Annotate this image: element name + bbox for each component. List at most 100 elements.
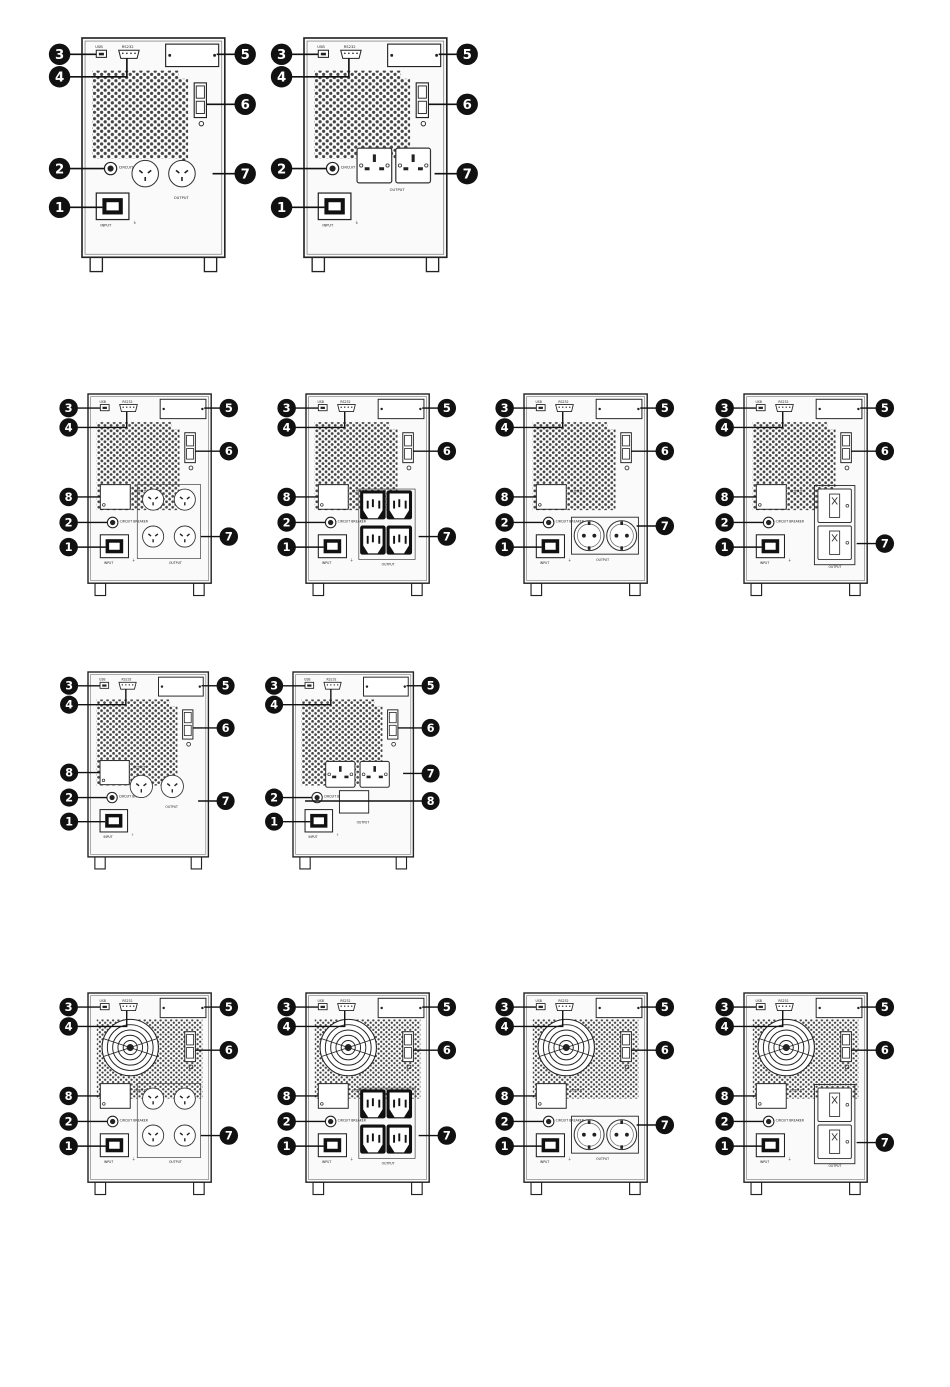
rs232-label: RS232 [344,45,356,49]
callout-1: 1 [495,1136,514,1156]
breaker-label: CIRCUIT BREAKER [556,519,585,523]
callout-number: 6 [443,444,451,458]
callout-circle [456,93,478,116]
screw-icon [188,1064,194,1070]
callout-number: 4 [721,420,729,434]
fan-strut [321,1038,375,1057]
callout-6: 6 [655,1040,675,1060]
rs232-pin [562,1005,564,1007]
callout-number: 4 [501,1019,509,1033]
rs232-pin [126,52,128,55]
outlet-pin [393,535,396,544]
callout-number: 1 [283,1139,291,1153]
universal-outlet [817,488,852,523]
screw-icon [359,163,364,168]
rs232-label: RS232 [122,999,132,1003]
au-outlet [173,525,196,548]
outlet-pin [344,775,349,779]
leader-line [291,58,350,78]
ac-input-socket-pins [327,1141,338,1149]
circuit-breaker-button [314,794,320,801]
battery-connector-socket [622,1047,630,1059]
callout-5: 5 [216,676,235,695]
callout-5: 5 [456,43,478,66]
outlet-frame [358,488,416,560]
outlet-pin [378,500,381,509]
callout-5: 5 [219,997,239,1017]
screw-icon [624,465,630,471]
battery-connector-socket [183,724,192,737]
rs232-label: RS232 [558,999,568,1003]
callout-circle [421,676,440,695]
rs232-pin [569,406,571,408]
ground-icon: ⏚ [355,220,359,225]
callout-number: 7 [427,767,435,780]
callout-circle [59,487,78,507]
screw-icon [186,741,191,747]
snmp-slot [377,398,425,420]
outlet-pin [403,167,409,171]
rs232-pin [562,406,564,408]
callout-circle [277,398,296,418]
outlet-pin [186,1095,190,1099]
screw-icon [101,778,106,782]
foot [193,582,205,597]
rs232-pin [132,684,134,686]
rs232-port [119,404,138,413]
rs232-pin [789,406,791,408]
battery-connector-socket [183,712,192,724]
screw-icon [201,1006,204,1010]
callout-circle [875,441,895,461]
callout-2: 2 [270,157,293,180]
foot [530,1181,543,1196]
circuit-breaker-button [328,519,334,526]
external-battery-connector [184,1031,196,1063]
schuko-outlet [573,520,605,552]
snmp-slot [363,676,409,697]
rs232-pin [785,1005,787,1007]
outlet-pin [834,497,838,505]
fan-ring [112,1029,149,1066]
input-label: INPUT [540,1160,550,1164]
callout-number: 7 [881,537,889,551]
screw-icon [420,120,427,127]
callout-circle [59,1086,78,1106]
callout-number: 2 [501,1115,509,1129]
callout-circle [655,441,675,461]
callout-number: 2 [501,516,509,530]
callout-1: 1 [59,537,78,557]
rs232-pin [133,1005,135,1007]
snmp-slot [387,43,442,68]
callout-3: 3 [59,398,78,418]
callout-number: 3 [55,48,64,63]
output-outlets [813,1084,856,1165]
usb-label: USB [99,678,105,682]
outlet-frame [136,484,201,559]
callout-7: 7 [875,1133,895,1152]
input-label: INPUT [540,561,550,565]
circuit-breaker-button [109,794,115,801]
callout-circle [495,1086,514,1106]
outlet-pin [371,1098,374,1107]
foot [89,256,104,273]
output-outlets [356,147,432,184]
callout-circle [715,1086,734,1106]
callout-1: 1 [48,196,71,219]
fan-ring [548,1029,585,1066]
callout-2: 2 [59,1112,78,1131]
outlet-pin [404,1099,407,1108]
callout-5: 5 [875,398,895,418]
callout-number: 6 [443,1043,451,1057]
ground-icon: ⏚ [350,557,353,562]
callout-8: 8 [421,791,440,811]
usb-label: USB [755,999,761,1003]
callout-number: 4 [65,699,73,712]
callout-circle [219,997,239,1017]
battery-connector-socket [417,85,427,99]
leader-line [733,1010,784,1028]
foot [312,1181,325,1196]
callout-4: 4 [59,418,78,437]
circuit-breaker-button [329,165,336,172]
callout-number: 3 [721,401,729,415]
